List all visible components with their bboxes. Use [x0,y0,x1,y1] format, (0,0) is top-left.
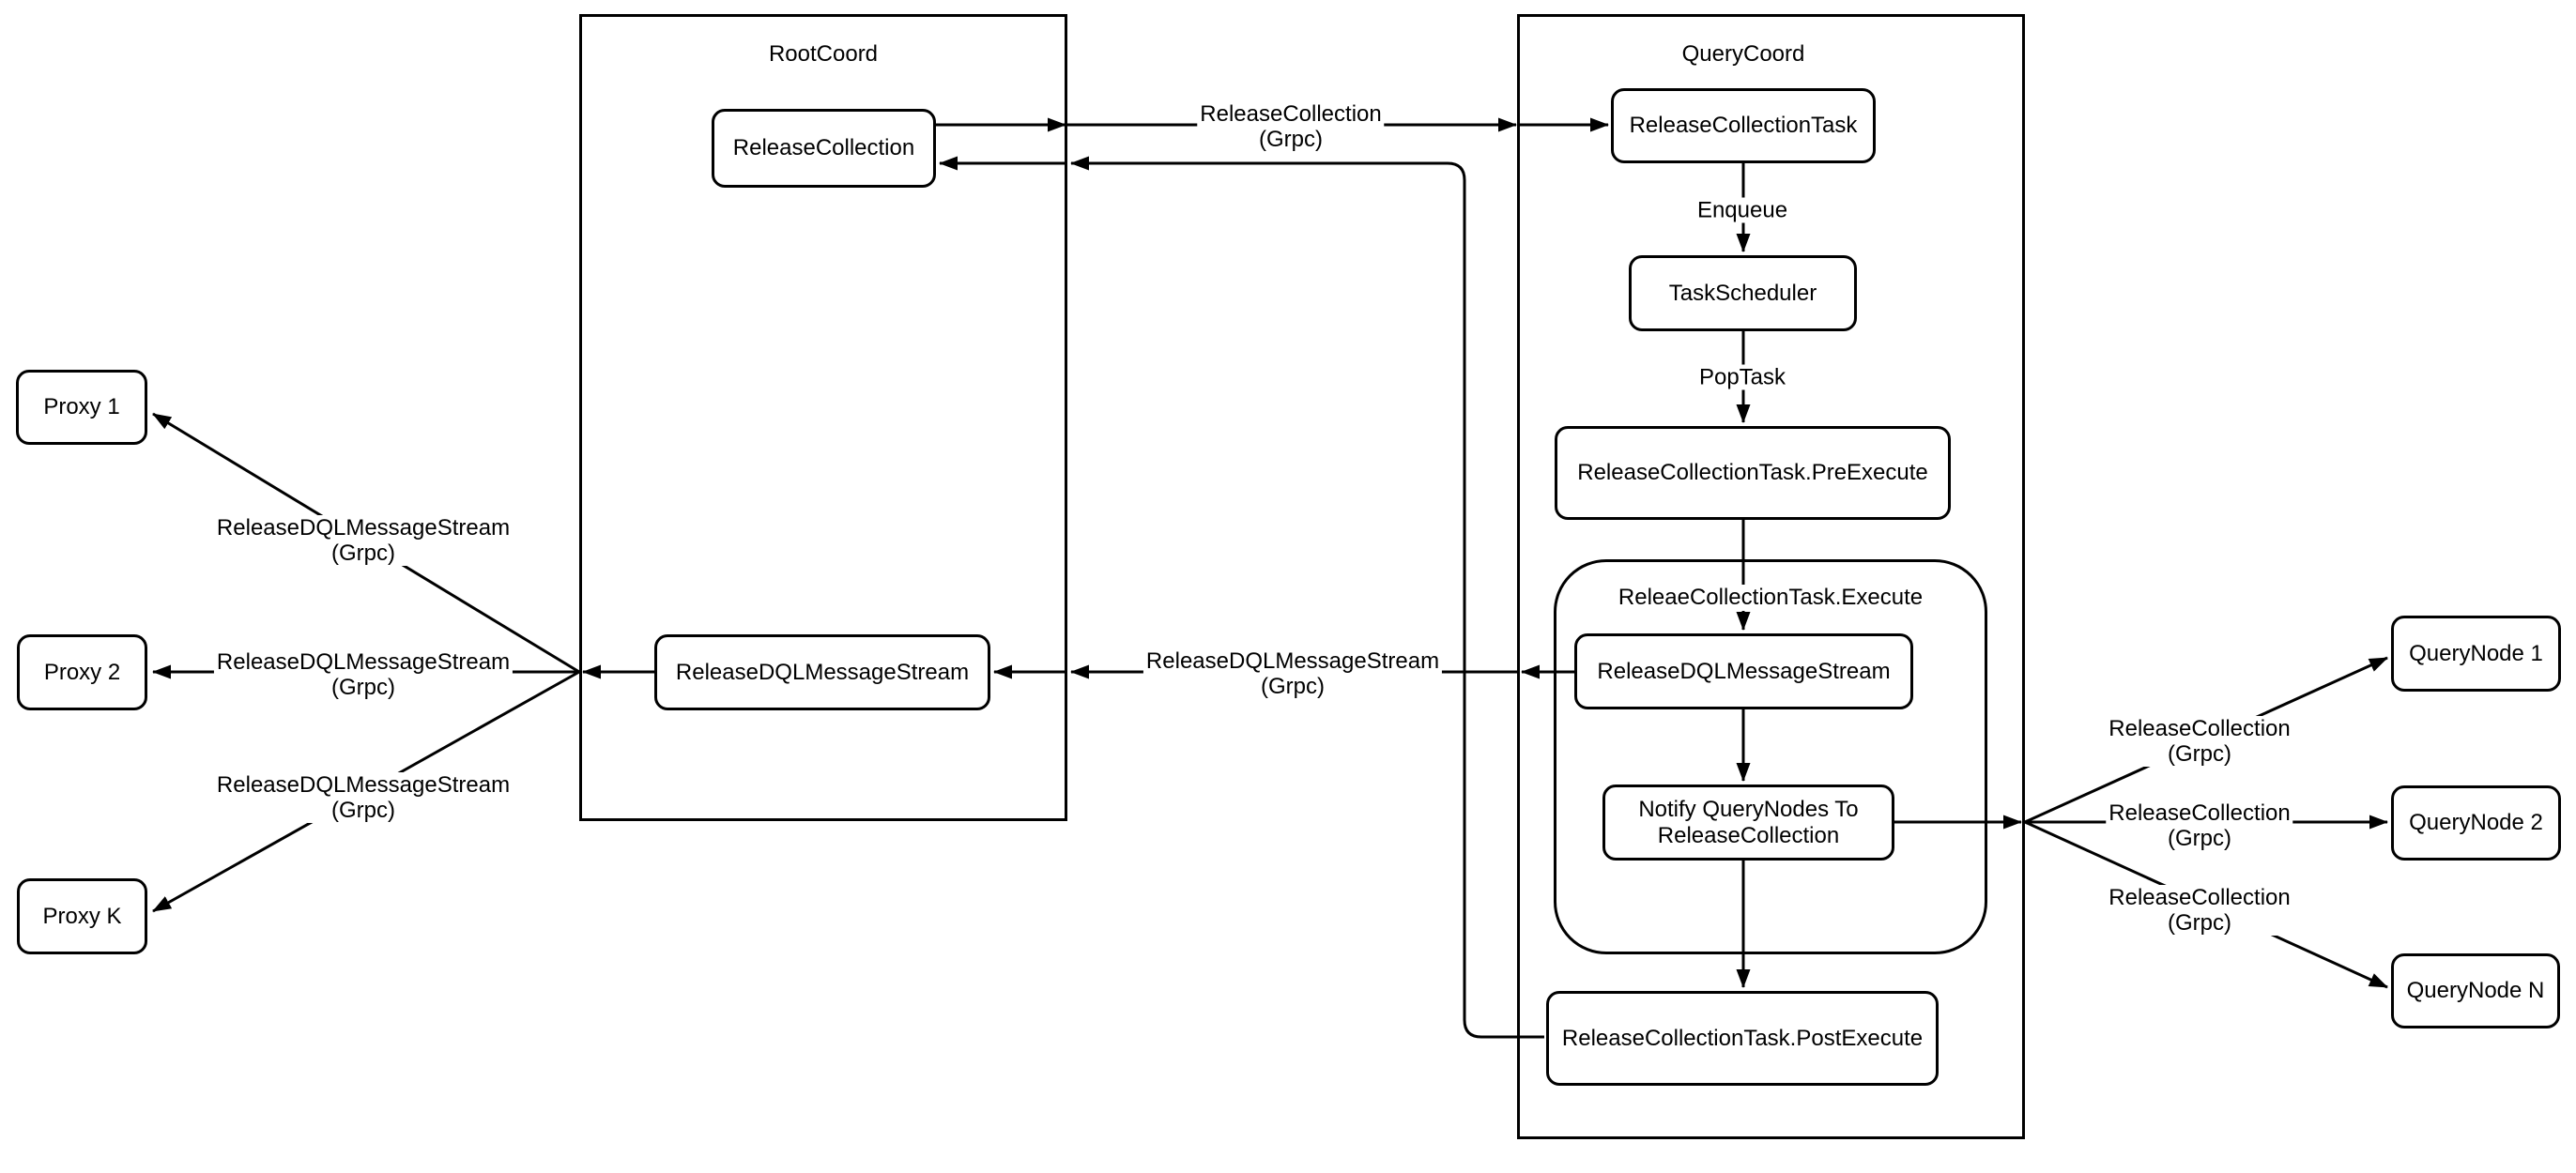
edge-label-rc-querynode2: ReleaseCollection (Grpc) [2106,800,2293,851]
edge-label-dql-center: ReleaseDQLMessageStream (Grpc) [1142,648,1443,699]
node-proxy-1: Proxy 1 [16,370,147,445]
edge-label-rc-querynode1: ReleaseCollection (Grpc) [2106,716,2293,767]
edge-label-poptask: PopTask [1695,364,1789,390]
node-exec-dql-stream: ReleaseDQLMessageStream [1574,633,1913,709]
node-querynode-1: QueryNode 1 [2391,616,2561,692]
querycoord-title: QueryCoord [1678,41,1809,68]
node-querynode-2: QueryNode 2 [2391,785,2561,861]
edge-label-dql-proxyk: ReleaseDQLMessageStream (Grpc) [213,772,514,823]
node-notify-querynodes: Notify QueryNodes To ReleaseCollection [1602,785,1894,861]
node-post-execute: ReleaseCollectionTask.PostExecute [1546,991,1939,1086]
edge-label-releasecollection-grpc: ReleaseCollection (Grpc) [1197,101,1385,152]
rootcoord-container [579,14,1067,821]
node-pre-execute: ReleaseCollectionTask.PreExecute [1555,426,1951,520]
node-release-collection: ReleaseCollection [712,109,936,188]
node-proxy-k: Proxy K [17,878,147,954]
edge-label-dql-proxy1: ReleaseDQLMessageStream (Grpc) [213,515,514,566]
node-release-collection-task: ReleaseCollectionTask [1611,88,1876,163]
execute-group-title: ReleaeCollectionTask.Execute [1614,585,1927,611]
node-querynode-n: QueryNode N [2391,953,2560,1028]
rootcoord-title: RootCoord [764,41,882,68]
execute-group-container [1554,559,1987,954]
edge-label-dql-proxy2: ReleaseDQLMessageStream (Grpc) [213,649,514,700]
node-task-scheduler: TaskScheduler [1629,255,1857,331]
edge-postexecute-return-1 [1070,156,1544,1039]
node-root-dql-stream: ReleaseDQLMessageStream [654,634,990,710]
edge-label-enqueue: Enqueue [1694,197,1791,223]
querycoord-container [1517,14,2025,1139]
edge-label-rc-querynoden: ReleaseCollection (Grpc) [2106,885,2293,936]
node-proxy-2: Proxy 2 [17,634,147,710]
